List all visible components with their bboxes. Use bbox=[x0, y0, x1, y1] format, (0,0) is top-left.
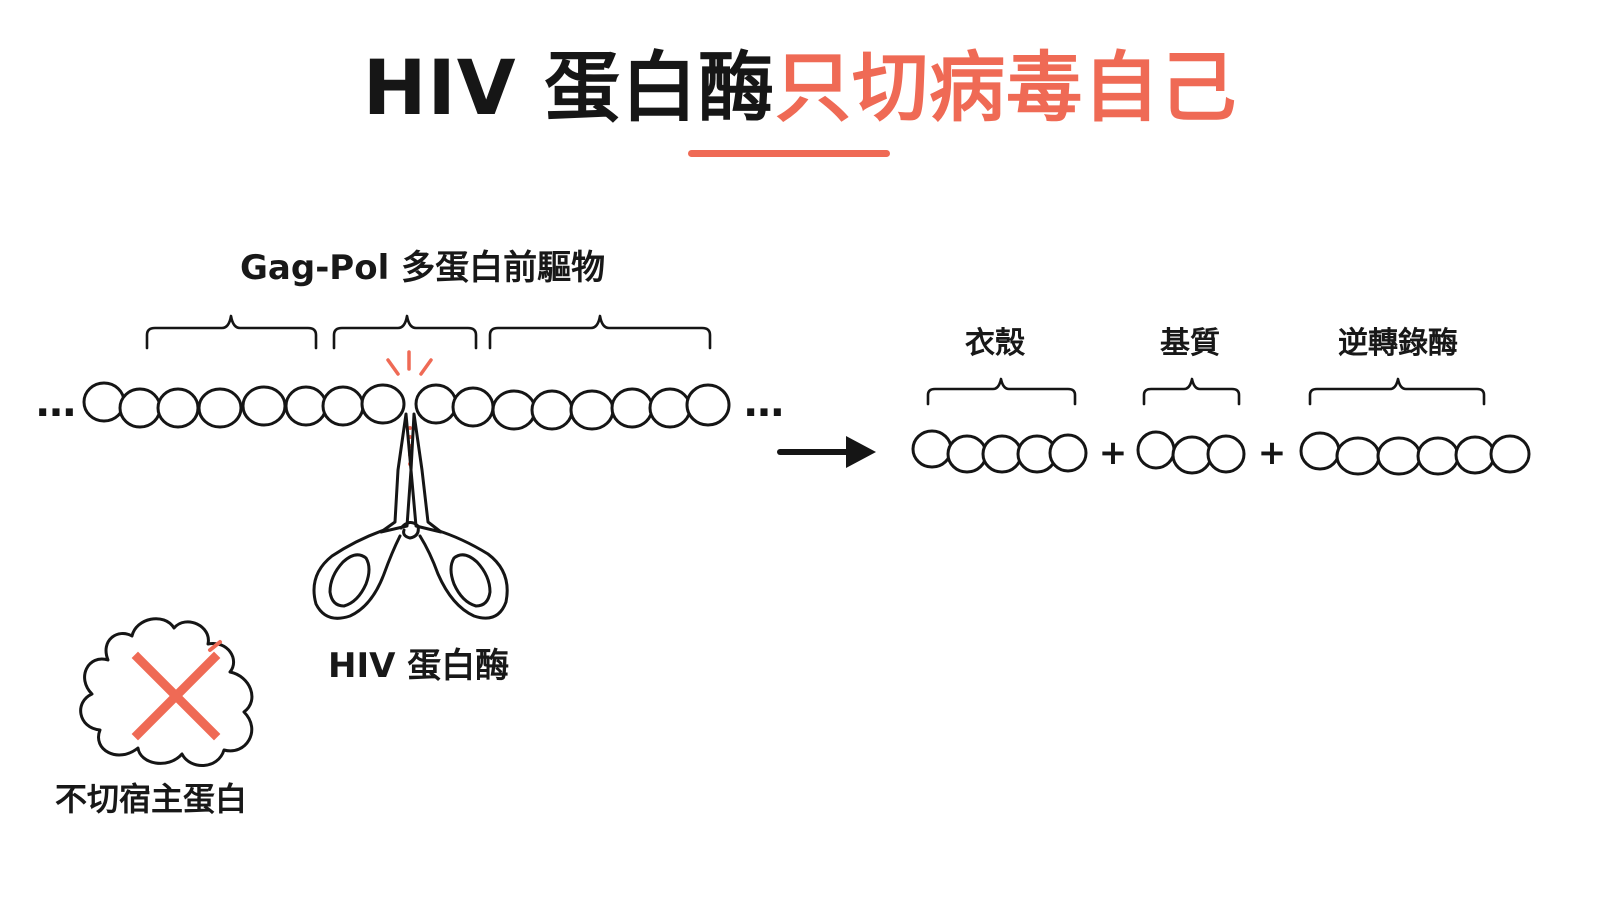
product-chain-capsid bbox=[911, 429, 1088, 474]
product-bead bbox=[981, 434, 1023, 474]
precursor-bead bbox=[197, 387, 243, 429]
product-bead bbox=[911, 429, 953, 469]
precursor-bead bbox=[648, 387, 692, 429]
cut-spark-icon bbox=[386, 350, 433, 376]
title-underline bbox=[688, 150, 890, 157]
precursor-bead bbox=[118, 387, 162, 429]
precursor-bead bbox=[82, 381, 126, 423]
arrow-right-icon bbox=[777, 436, 876, 468]
precursor-brace-1 bbox=[145, 314, 318, 350]
product-chain-rt bbox=[1299, 431, 1531, 476]
precursor-bead bbox=[156, 387, 200, 429]
product-chain-matrix bbox=[1136, 430, 1246, 475]
precursor-bead bbox=[610, 387, 654, 429]
precursor-ellipsis-right: … bbox=[744, 380, 784, 426]
product-bead bbox=[1206, 434, 1246, 474]
product-bead bbox=[1489, 434, 1531, 474]
precursor-bead bbox=[414, 383, 458, 425]
precursor-bead bbox=[284, 385, 328, 427]
product-brace-capsid bbox=[926, 377, 1077, 406]
page-title: HIV 蛋白酶只切病毒自己 bbox=[0, 38, 1600, 138]
product-bead bbox=[1416, 436, 1460, 476]
protease-label: HIV 蛋白酶 bbox=[328, 646, 510, 686]
product-bead bbox=[1048, 433, 1088, 473]
precursor-bead bbox=[321, 385, 365, 427]
precursor-bead bbox=[451, 386, 495, 428]
precursor-bead bbox=[530, 389, 574, 431]
product-bead bbox=[1136, 430, 1176, 470]
product-bead bbox=[1376, 436, 1422, 476]
product-bead bbox=[1335, 436, 1381, 476]
product-bead bbox=[1454, 435, 1496, 475]
precursor-label: Gag-Pol 多蛋白前驅物 bbox=[240, 248, 606, 288]
plus-sign: + bbox=[1099, 433, 1128, 473]
precursor-ellipsis-left: … bbox=[36, 380, 76, 426]
product-label-matrix: 基質 bbox=[1160, 326, 1220, 361]
precursor-brace-2 bbox=[332, 314, 478, 350]
product-bead bbox=[1171, 435, 1213, 475]
precursor-brace-3 bbox=[488, 314, 712, 350]
cut-attempt-mark bbox=[208, 640, 222, 652]
plus-sign: + bbox=[1258, 433, 1287, 473]
precursor-bead bbox=[569, 389, 615, 431]
precursor-bead bbox=[360, 383, 406, 425]
precursor-bead bbox=[685, 383, 731, 427]
product-label-reverse-transcriptase: 逆轉錄酶 bbox=[1338, 326, 1458, 361]
scissors-icon bbox=[312, 412, 509, 620]
product-bead bbox=[1299, 431, 1341, 471]
product-brace-matrix bbox=[1142, 377, 1241, 406]
product-bead bbox=[946, 434, 988, 474]
precursor-bead bbox=[241, 385, 287, 427]
title-prefix: HIV 蛋白酶 bbox=[362, 43, 776, 132]
precursor-bead bbox=[491, 389, 537, 431]
title-highlight: 只切病毒自己 bbox=[775, 43, 1238, 132]
cross-mark-icon bbox=[131, 651, 221, 741]
product-brace-rt bbox=[1308, 377, 1486, 406]
product-label-capsid: 衣殼 bbox=[965, 326, 1025, 361]
host-protein-label: 不切宿主蛋白 bbox=[55, 780, 248, 818]
